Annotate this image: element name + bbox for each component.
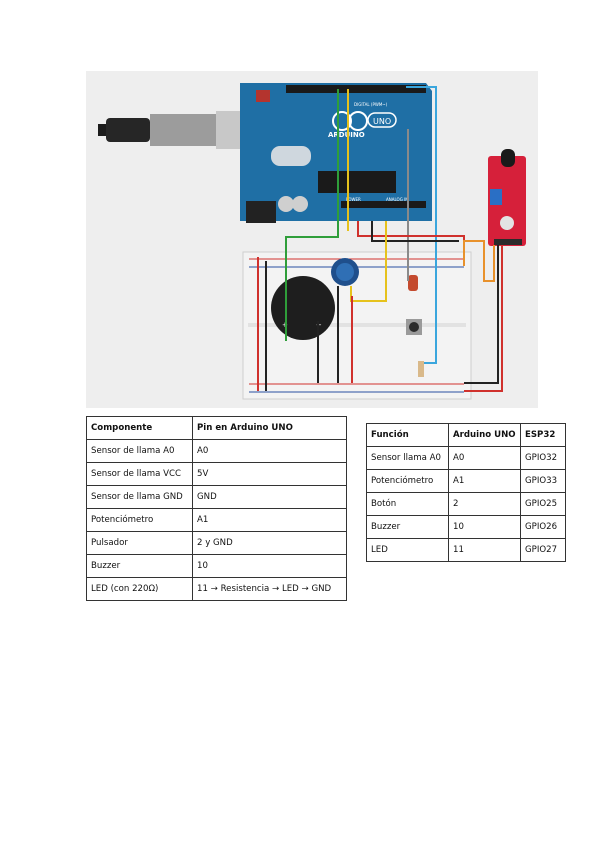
table-cell: Sensor llama A0 — [366, 446, 449, 470]
table-cell: A0 — [192, 439, 347, 463]
table-cell: Buzzer — [366, 515, 449, 539]
table-cell: Sensor de llama A0 — [86, 439, 193, 463]
board-brand: ARDUINO — [328, 131, 365, 139]
table-header-row: Función Arduino UNO ESP32 — [366, 423, 566, 447]
table-cell: 11 — [448, 538, 521, 562]
table-cell: GND — [192, 485, 347, 509]
table-cell: GPIO25 — [520, 492, 566, 516]
arduino-board: ARDUINO UNO POWER ANALOG IN DIGITAL (PWM… — [240, 83, 432, 223]
table-cell: GPIO26 — [520, 515, 566, 539]
table-cell: LED — [366, 538, 449, 562]
table-cell: Pulsador — [86, 531, 193, 555]
push-button — [406, 319, 422, 335]
table-cell: LED (con 220Ω) — [86, 577, 193, 601]
column-header: ESP32 — [520, 423, 566, 447]
circuit-diagram: ARDUINO UNO POWER ANALOG IN DIGITAL (PWM… — [98, 83, 526, 400]
table-cell: 2 y GND — [192, 531, 347, 555]
table-cell: Botón — [366, 492, 449, 516]
table-cell: 5V — [192, 462, 347, 486]
table-cell: A0 — [448, 446, 521, 470]
table-cell: GPIO27 — [520, 538, 566, 562]
led-and-resistors — [408, 275, 424, 377]
table-cell: Potenciómetro — [86, 508, 193, 532]
table-cell: Buzzer — [86, 554, 193, 578]
function-mapping-table: Función Arduino UNO ESP32 Sensor llama A… — [366, 423, 566, 562]
table-cell: 11 → Resistencia → LED → GND — [192, 577, 347, 601]
table-cell: 2 — [448, 492, 521, 516]
table-header-row: Componente Pin en Arduino UNO — [86, 416, 347, 440]
table-cell: Sensor de llama GND — [86, 485, 193, 509]
board-model: UNO — [373, 117, 391, 126]
table-cell: 10 — [192, 554, 347, 578]
table-cell: A1 — [448, 469, 521, 493]
table-cell: Potenciómetro — [366, 469, 449, 493]
table-cell: Sensor de llama VCC — [86, 462, 193, 486]
column-header: Función — [366, 423, 449, 447]
table-row: LED (con 220Ω)11 → Resistencia → LED → G… — [86, 577, 347, 601]
column-header: Pin en Arduino UNO — [192, 416, 347, 440]
column-header: Componente — [86, 416, 193, 440]
column-header: Arduino UNO — [448, 423, 521, 447]
board-analog-label: ANALOG IN — [386, 197, 408, 202]
board-digital-label: DIGITAL (PWM~) — [354, 102, 388, 107]
table-cell: 10 — [448, 515, 521, 539]
circuit-figure: ARDUINO UNO POWER ANALOG IN DIGITAL (PWM… — [86, 71, 538, 408]
table-cell: GPIO33 — [520, 469, 566, 493]
table-cell: GPIO32 — [520, 446, 566, 470]
usb-cable — [98, 111, 256, 149]
flame-sensor — [488, 149, 526, 246]
arduino-pin-table: Componente Pin en Arduino UNO Sensor de … — [86, 416, 347, 601]
potentiometer — [331, 258, 359, 286]
wires — [257, 86, 503, 392]
buzzer: + − — [271, 276, 335, 340]
board-power-label: POWER — [346, 197, 361, 202]
table-cell: A1 — [192, 508, 347, 532]
